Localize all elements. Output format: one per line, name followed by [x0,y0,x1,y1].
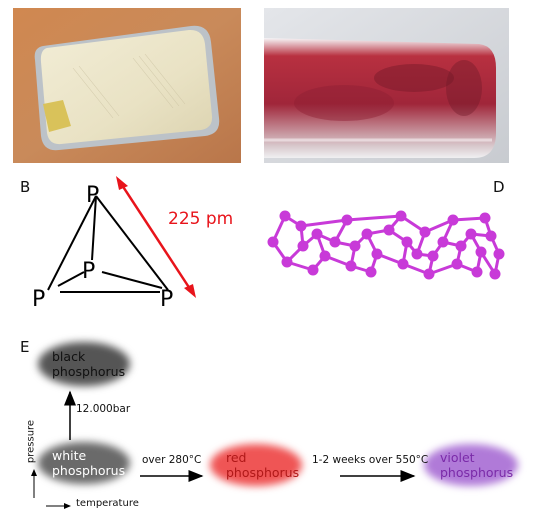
atom-p-right: P [160,287,173,312]
axis-label-pressure: pressure [25,419,37,464]
chain-atom [329,236,341,248]
chain-atom [411,248,423,260]
red-phosphorus-blob [210,444,302,486]
red-phosphorus-line2: phosphorus [226,465,300,480]
chain-bond [300,218,348,228]
chain-atom [475,246,487,258]
violet-phosphorus-label: violet phosphorus [440,450,513,480]
chain-atom [311,228,323,240]
chain-atom [279,210,291,222]
red-phosphorus-photo [264,8,509,163]
chain-atom [423,268,435,280]
violet-phosphorus-blob [424,444,518,486]
chain-atom [395,210,407,222]
tetrahedron-bonds [47,195,169,293]
white-phosphorus-label: white phosphorus [52,448,125,478]
panel-label-e: E [20,338,30,356]
label-white-to-red: over 280°C [142,454,202,466]
chain-atom [437,236,449,248]
chain-atoms [267,210,505,280]
chain-atom [297,240,309,252]
chain-atom [319,250,331,262]
violet-phosphorus-line2: phosphorus [440,465,514,480]
chain-atom [349,240,361,252]
chain-atom [451,258,463,270]
red-phosphorus-line1: red [226,450,247,465]
chain-bond [346,214,402,222]
black-phosphorus-line2: phosphorus [52,364,126,379]
axis-label-temperature: temperature [76,498,139,509]
black-phosphorus-label: black phosphorus [52,349,125,379]
chain-atom [267,236,279,248]
black-phosphorus-line1: black [52,349,86,364]
chain-atom [341,214,353,226]
chain-atom [401,236,413,248]
white-phosphorus-blob [38,442,130,484]
label-red-to-violet: 1-2 weeks over 550°C [312,454,429,466]
chain-atom [281,256,293,268]
chain-atom [397,258,409,270]
chain-atom [295,220,307,232]
bond-length-arrow [116,176,196,298]
atom-p-left: P [32,287,45,312]
chain-atom [365,266,377,278]
chain-atom [479,212,491,224]
tetrahedron-diagram: P P P P 225 pm [20,172,260,322]
atom-p-center: P [82,259,95,284]
red-phosphorus-label: red phosphorus [226,450,299,480]
label-white-to-black: 12.000bar [76,403,131,415]
violet-phosphorus-chain [255,190,520,290]
chain-atom [471,266,483,278]
violet-phosphorus-line1: violet [440,450,475,465]
chain-atom [489,268,501,280]
chain-atom [493,248,505,260]
atom-p-top: P [86,183,99,208]
white-phosphorus-line2: phosphorus [52,463,126,478]
chain-atom [345,260,357,272]
chain-atom [427,250,439,262]
bond-length-label: 225 pm [168,209,233,229]
chain-atom [465,228,477,240]
white-phosphorus-photo [13,8,241,163]
black-phosphorus-blob [38,342,130,386]
panel-label-d: D [493,178,505,196]
chain-atom [447,214,459,226]
chain-atom [383,224,395,236]
chain-atom [307,264,319,276]
chain-atom [485,230,497,242]
panel-label-b: B [20,178,31,196]
chain-atom [361,228,373,240]
chain-atom [371,248,383,260]
white-phosphorus-line1: white [52,448,87,463]
phase-transition-diagram: black phosphorus white phosphorus red ph… [0,330,535,517]
chain-atom [455,240,467,252]
chain-atom [419,226,431,238]
